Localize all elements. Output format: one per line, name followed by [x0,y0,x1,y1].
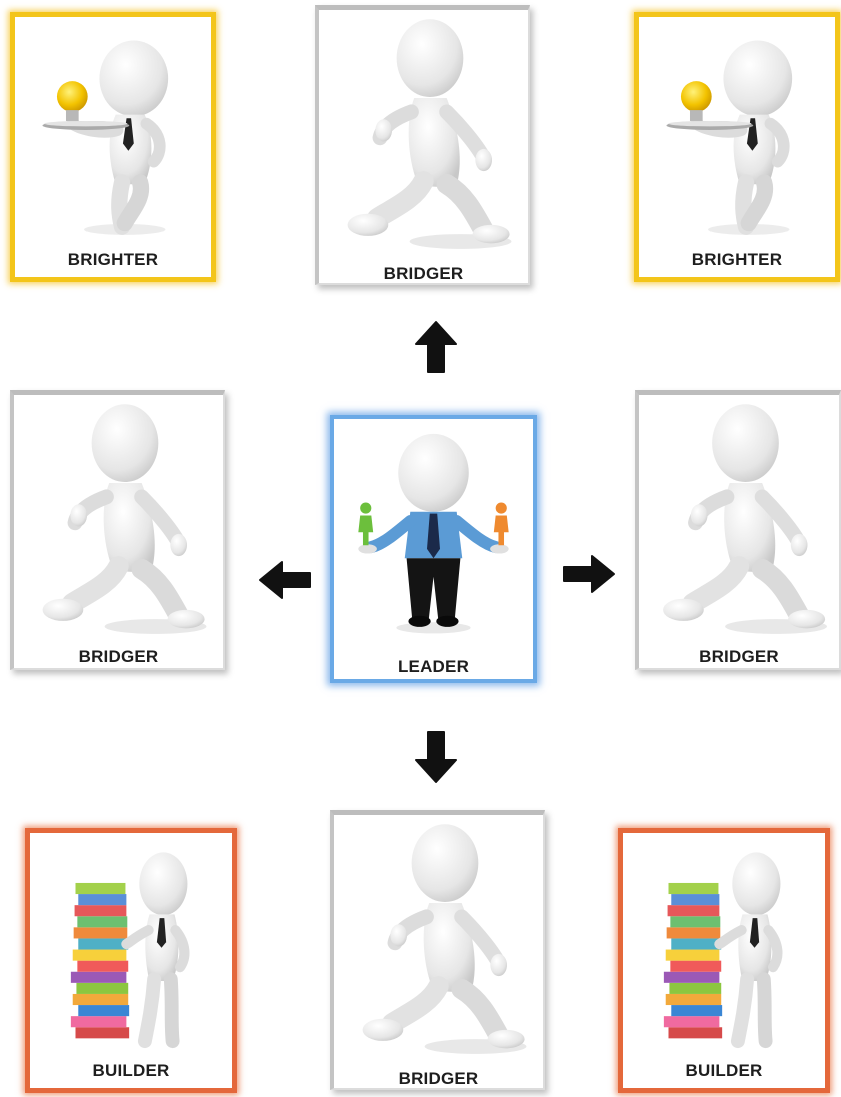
waiter-with-lightbulb-icon [639,17,835,243]
books-stack-figure-icon [30,833,232,1055]
arrow-up-icon [410,318,462,376]
card-brighter-top-left: BRIGHTER [10,12,216,282]
card-label: BRIDGER [319,264,528,284]
walking-figure-icon [319,10,528,260]
card-label: BUILDER [623,1061,825,1081]
card-builder-bottom-left: BUILDER [25,828,237,1093]
card-bridger-middle-right: BRIDGER [635,390,841,670]
card-label: BRIGHTER [639,250,835,270]
card-label: BRIDGER [639,647,839,667]
books-stack-figure-icon [623,833,825,1055]
walking-figure-icon [14,395,223,645]
card-label: BUILDER [30,1061,232,1081]
card-bridger-middle-left: BRIDGER [10,390,225,670]
waiter-with-lightbulb-icon [15,17,211,243]
leader-figure-icon [334,419,533,651]
card-builder-bottom-right: BUILDER [618,828,830,1093]
card-label: LEADER [334,657,533,677]
card-leader-center: LEADER [330,415,537,683]
card-bridger-bottom-center: BRIDGER [330,810,545,1090]
card-brighter-top-right: BRIGHTER [634,12,840,282]
arrow-left-icon [256,558,314,602]
card-label: BRIDGER [14,647,223,667]
walking-figure-icon [334,815,543,1065]
arrow-right-icon [560,552,618,596]
card-bridger-top-center: BRIDGER [315,5,530,285]
card-label: BRIGHTER [15,250,211,270]
arrow-down-icon [410,728,462,786]
card-label: BRIDGER [334,1069,543,1089]
walking-figure-icon [639,395,839,645]
